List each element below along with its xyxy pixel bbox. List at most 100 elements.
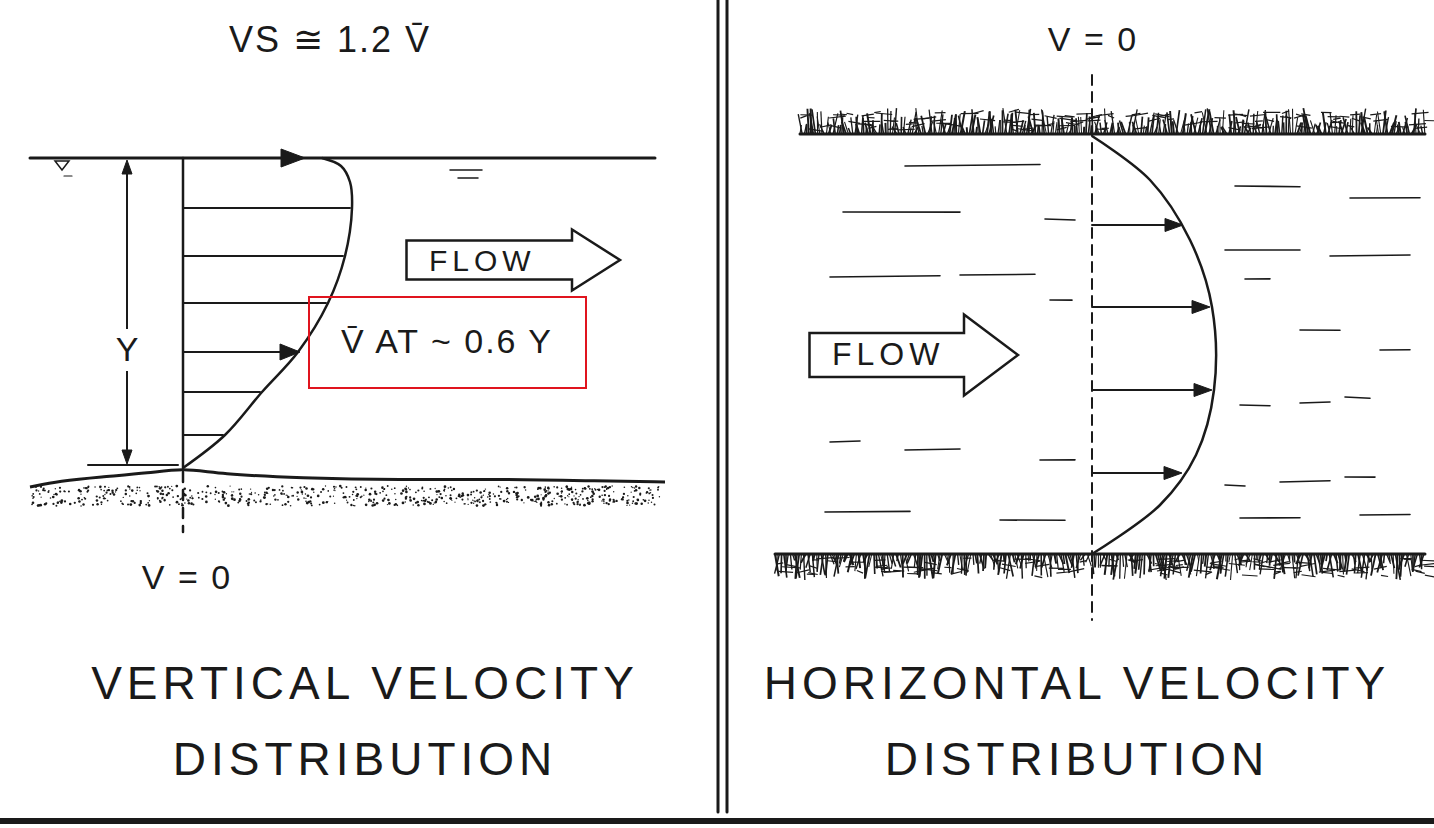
sediment-dot: [107, 500, 109, 502]
sediment-dot: [251, 492, 252, 493]
grass-stroke: [891, 554, 893, 568]
grass-stroke: [1420, 560, 1434, 562]
sediment-dot: [370, 487, 372, 489]
sediment-dot: [157, 497, 159, 499]
sediment-dot: [322, 488, 325, 491]
sediment-dot: [222, 494, 224, 496]
grass-stroke: [899, 129, 915, 131]
grass-stroke: [1148, 117, 1149, 134]
grass-stroke: [1350, 114, 1361, 116]
arrowhead: [281, 149, 305, 167]
sediment-dot: [311, 488, 314, 491]
sediment-dot: [341, 487, 343, 489]
arrowhead: [280, 344, 300, 360]
grass-stroke: [1202, 112, 1207, 134]
grass-stroke: [800, 116, 806, 119]
grass-stroke: [1215, 568, 1230, 571]
sediment-dot: [78, 489, 81, 492]
sediment-dot: [207, 485, 209, 487]
grass-stroke: [856, 124, 859, 134]
sediment-dot: [198, 497, 200, 499]
sediment-dot: [287, 501, 289, 503]
grass-stroke: [900, 117, 902, 134]
sediment-dot: [68, 490, 70, 492]
grass-stroke: [1354, 567, 1370, 569]
grass-stroke: [1359, 115, 1360, 134]
sediment-dot: [376, 502, 379, 505]
grass-stroke: [1361, 554, 1364, 578]
sediment-dot: [508, 492, 510, 494]
grass-stroke: [1050, 554, 1052, 565]
grass-stroke: [845, 122, 849, 134]
sediment-dot: [296, 496, 297, 497]
sediment-dot: [553, 486, 555, 488]
sediment-dot: [301, 491, 304, 494]
sediment-dot: [435, 488, 436, 489]
sediment-dot: [50, 497, 52, 499]
grass-stroke: [1281, 554, 1286, 568]
grass-stroke: [1363, 117, 1371, 119]
grass-stroke: [1167, 118, 1174, 120]
sediment-dot: [571, 487, 572, 488]
sediment-dot: [373, 499, 375, 501]
sediment-dot: [129, 495, 130, 496]
sediment-dot: [657, 487, 659, 489]
grass-stroke: [1314, 554, 1317, 574]
sediment-dot: [500, 491, 502, 493]
velocity-profile-curve: [1092, 136, 1216, 554]
sediment-dot: [159, 500, 161, 502]
sediment-dot: [604, 494, 606, 496]
sediment-dot: [393, 504, 395, 506]
sediment-dot: [96, 495, 98, 497]
sediment-dot: [423, 490, 425, 492]
sediment-dot: [583, 504, 586, 507]
grass-stroke: [1210, 564, 1227, 567]
bed-velocity-note: V = 0: [142, 559, 232, 596]
water-streak: [830, 440, 860, 443]
sediment-dot: [608, 495, 610, 497]
grass-stroke: [926, 554, 928, 576]
sediment-dot: [283, 493, 285, 495]
grass-stroke: [1298, 554, 1303, 576]
grass-stroke: [1210, 561, 1221, 563]
sediment-dot: [365, 487, 366, 488]
grass-stroke: [808, 573, 817, 575]
sediment-dot: [503, 500, 506, 503]
sediment-dot: [215, 499, 216, 500]
grass-stroke: [1100, 123, 1101, 134]
sediment-dot: [455, 497, 457, 499]
grass-stroke: [786, 554, 788, 571]
sediment-dot: [247, 498, 250, 501]
sediment-dot: [584, 487, 587, 490]
sediment-dot: [579, 504, 581, 506]
grass-stroke: [1424, 120, 1434, 122]
sediment-dot: [587, 485, 589, 487]
sediment-dot: [88, 485, 90, 487]
sediment-dot: [604, 490, 606, 492]
grass-stroke: [933, 554, 935, 578]
grass-stroke: [958, 554, 959, 565]
sediment-dot: [624, 486, 626, 488]
sediment-dot: [585, 488, 587, 490]
grass-stroke: [1135, 554, 1138, 574]
grass-stroke: [785, 564, 796, 566]
grass-stroke: [1025, 554, 1027, 568]
sediment-dot: [311, 504, 313, 506]
sediment-dot: [535, 500, 537, 502]
sediment-dot: [102, 495, 104, 497]
sediment-dot: [435, 498, 438, 501]
grass-stroke: [1105, 554, 1108, 575]
depth-dimension-line: [126, 164, 128, 460]
sediment-dot: [611, 485, 612, 486]
grass-stroke: [985, 554, 986, 568]
sediment-dot: [494, 495, 496, 497]
sediment-dot: [388, 502, 391, 505]
grass-stroke: [1405, 554, 1409, 567]
sediment-dot: [541, 494, 542, 495]
grass-stroke: [1265, 112, 1266, 134]
sediment-dot: [561, 499, 563, 501]
grass-stroke: [1071, 554, 1074, 568]
sediment-dot: [127, 504, 129, 506]
sediment-dot: [164, 499, 166, 501]
grass-stroke: [1414, 108, 1416, 134]
